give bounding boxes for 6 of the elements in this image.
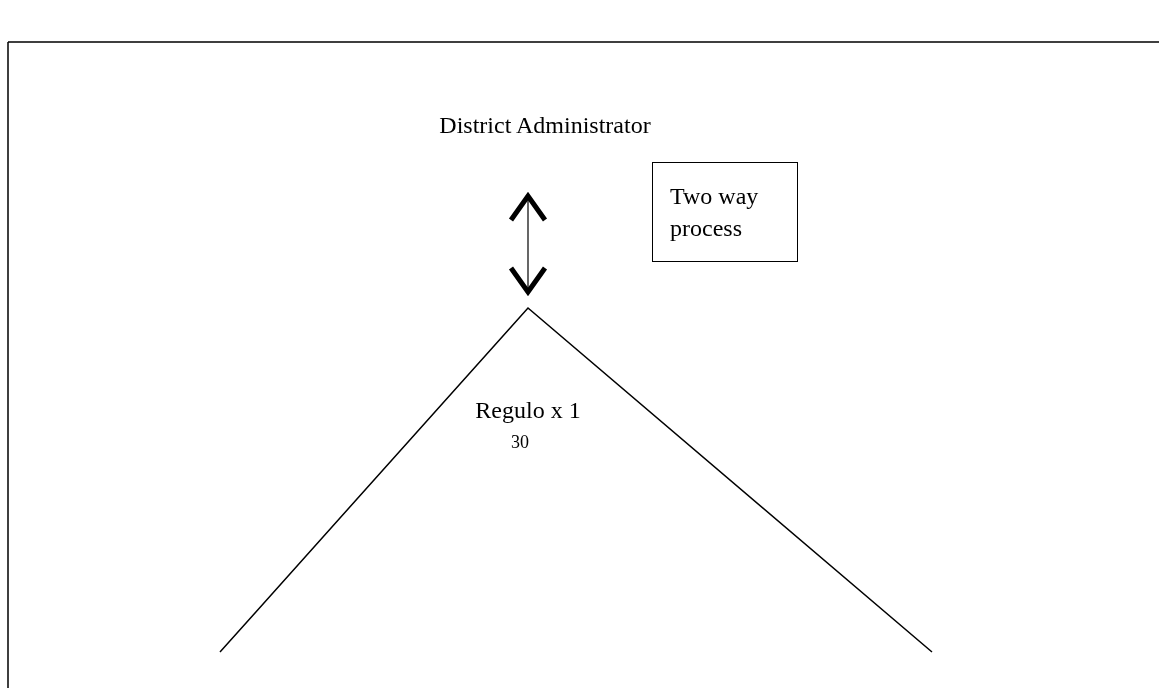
box-label: Two way process <box>670 182 760 243</box>
title-label: District Administrator <box>438 111 652 139</box>
node-label: Regulo x 1 <box>474 396 582 424</box>
node-number: 30 <box>510 431 530 454</box>
double-arrow <box>508 193 548 295</box>
text-box <box>652 162 798 262</box>
